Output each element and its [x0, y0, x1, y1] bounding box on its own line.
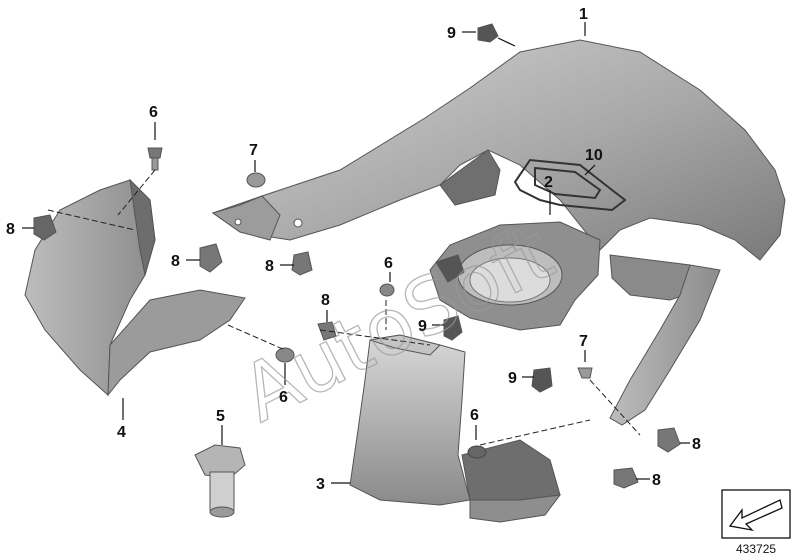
callout-7-right: 7 [579, 333, 588, 350]
arrow-icon [728, 499, 783, 532]
part-2-instrument-cover [429, 221, 601, 331]
callout-9-lower: 9 [508, 370, 517, 387]
assembly-lines [47, 169, 641, 446]
callout-2: 2 [544, 174, 553, 191]
callout-8-left: 8 [6, 221, 15, 238]
part-5-sensor [194, 444, 246, 518]
callout-10: 10 [585, 147, 603, 164]
callouts: 1 9 10 2 6 8 7 8 8 6 8 9 9 6 4 5 7 6 8 8… [6, 6, 701, 493]
callout-8-center: 8 [321, 292, 330, 309]
part-3-lower-panel [349, 334, 562, 523]
callout-4: 4 [117, 424, 126, 441]
callout-9-top: 9 [447, 25, 456, 42]
callout-5: 5 [216, 408, 225, 425]
part-4-left-panel [24, 178, 246, 397]
callout-8-mid-left: 8 [171, 253, 180, 270]
reference-number: 433725 [736, 542, 776, 556]
part-1-main-cover [211, 39, 786, 426]
callout-6-left-lower: 6 [279, 389, 288, 406]
callout-3: 3 [316, 476, 325, 493]
callout-8-lower-right: 8 [652, 472, 661, 489]
callout-6-lower: 6 [470, 407, 479, 424]
callout-7-left: 7 [249, 142, 258, 159]
callout-1: 1 [579, 6, 588, 23]
fasteners [33, 23, 681, 489]
reference-box: 433725 [721, 489, 791, 556]
callout-8-mid: 8 [265, 258, 274, 275]
part-10-bracket [513, 158, 627, 212]
leader-lines [22, 22, 690, 484]
callout-8-right: 8 [692, 436, 701, 453]
callout-6-center: 6 [384, 255, 393, 272]
callout-9-center: 9 [418, 318, 427, 335]
callout-6-top-left: 6 [149, 104, 158, 121]
